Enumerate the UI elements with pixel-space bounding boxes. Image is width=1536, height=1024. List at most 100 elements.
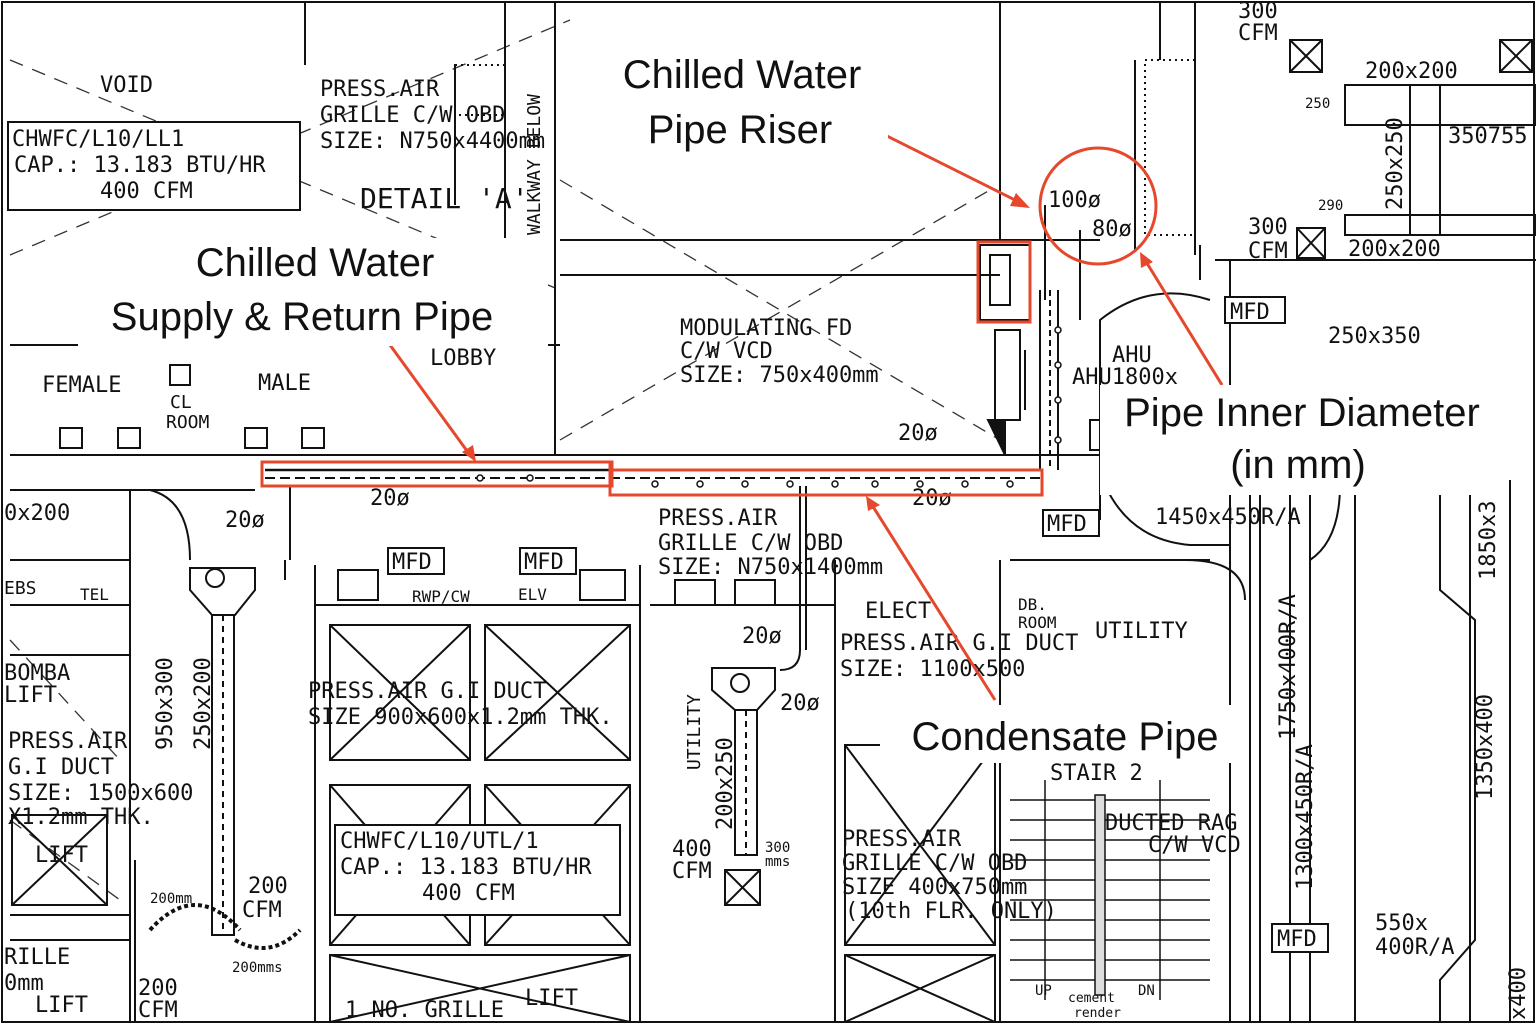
duct-size: 250x350 [1328, 324, 1421, 349]
duct-size: mms [765, 854, 790, 870]
size-label: SIZE: 1100x500 [840, 657, 1025, 682]
pipe-diameter: 20ø [898, 421, 938, 446]
callout-arrowheads [462, 193, 1153, 511]
fcu-capacity: CAP.: 13.183 BTU/HR [14, 153, 266, 178]
duct-size: 200x200 [1348, 237, 1441, 262]
finish-label: cement [1068, 991, 1115, 1006]
size-label: SIZE: N750x1400mm [658, 555, 883, 580]
cfm-label: 300 [1248, 215, 1288, 240]
size-label: SIZE: 1500x600 [8, 781, 193, 806]
room-label: LIFT [525, 986, 578, 1011]
room-label: FEMALE [42, 373, 121, 398]
fcu-tag: CHWFC/L10/LL1 [12, 127, 184, 152]
stair-up: UP [1035, 983, 1052, 999]
mfd-boxes [387, 296, 1329, 953]
duct-size: 1450x450R/A [1155, 505, 1301, 530]
size-label: SIZE: N750x4400mm [320, 129, 545, 154]
supply-label-line1: Chilled Water [196, 241, 435, 285]
duct-label: G.I DUCT [8, 755, 114, 780]
supply-label-line2: Supply & Return Pipe [111, 295, 493, 339]
press-air-label: PRESS.AIR [8, 729, 128, 754]
fcu-boxes [7, 121, 621, 916]
pipe-diameter: 20ø [225, 508, 265, 533]
room-label: LIFT [4, 683, 57, 708]
room-label: ROOM [1018, 613, 1057, 632]
press-air-label: PRESS.AIR [658, 506, 778, 531]
room-label: ELECT [865, 599, 931, 624]
cfm-unit: CFM [242, 898, 282, 923]
callout-labels: Chilled Water Pipe Riser Chilled Water S… [78, 50, 1505, 763]
grille-label: RILLE [4, 945, 70, 970]
grille-label: GRILLE C/W OBD [842, 851, 1027, 876]
duct-size: 300 [765, 840, 790, 856]
pipe-diameter: 100ø [1048, 188, 1101, 213]
stair [1010, 780, 1210, 1000]
ducts [134, 39, 1536, 1022]
duct-size: 200x250 [713, 737, 738, 830]
size-label: 0mm [4, 971, 44, 996]
diameter-label-line2: (in mm) [1230, 443, 1366, 487]
riser-label-line2: Pipe Riser [648, 108, 833, 152]
press-air-label: PRESS.AIR [320, 77, 440, 102]
duct-size: 200mms [232, 960, 283, 976]
pipe-diameter: 20ø [370, 486, 410, 511]
grille-label: GRILLE C/W OBD [320, 103, 505, 128]
vcd-label: C/W VCD [1148, 833, 1241, 858]
pipe-diameter: 20ø [780, 691, 820, 716]
room-label: DB. [1018, 595, 1047, 614]
duct-size: 0x200 [4, 501, 70, 526]
cfm-label: 200 [138, 976, 178, 1001]
press-air-label: PRESS.AIR G.I DUCT [308, 679, 546, 704]
room-label: ELV [518, 585, 547, 604]
mfd-label: MFD [392, 550, 432, 575]
cfm-label: 300 [1238, 0, 1278, 24]
cfm-unit: CFM [672, 859, 712, 884]
callout-graphics [260, 133, 1224, 701]
duct-size: 1850x3 [1476, 501, 1501, 580]
duct-size: 200x200 [1365, 59, 1458, 84]
duct-size: 400R/A [1375, 935, 1454, 960]
mfd-label: MFD [524, 550, 564, 575]
mfd-label: MFD [1230, 300, 1270, 325]
fd-label: MODULATING FD [680, 316, 852, 341]
room-label: LIFT [35, 993, 88, 1018]
fcu-cfm: 400 CFM [100, 179, 193, 204]
room-label: RWP/CW [412, 587, 470, 606]
rag-label: DUCTED RAG [1105, 811, 1237, 836]
pipe-diameter: 80ø [1092, 217, 1132, 242]
room-label: UTILITY [684, 694, 705, 770]
room-label: EBS [4, 578, 37, 599]
duct-size: 1300x450R/A [1293, 744, 1318, 890]
pipe-diameter: 20ø [912, 486, 952, 511]
walkway-label: WALKWAY BELOW [524, 94, 545, 235]
size-label: SIZE: 750x400mm [680, 363, 879, 388]
duct-size: 1350x400 [1473, 694, 1498, 800]
void-label: VOID [100, 73, 153, 98]
size-label: SIZE 900x600x1.2mm THK. [308, 705, 613, 730]
duct-size: 950x300 [153, 657, 178, 750]
cfm-unit: CFM [1248, 239, 1288, 264]
size-label: SIZE 400x750mm [842, 875, 1027, 900]
vcd-label: C/W VCD [680, 339, 773, 364]
lift-shafts [11, 624, 996, 1023]
duct-size: x400 [1506, 967, 1531, 1020]
riser-label-line1: Chilled Water [623, 53, 862, 97]
duct-size: 1750x400R/A [1276, 594, 1301, 740]
ahu-label: AHU [1112, 343, 1152, 368]
cfm-unit: CFM [1238, 21, 1278, 46]
room-label: ROOM [166, 412, 210, 433]
duct-size: 250 [1305, 96, 1330, 112]
diameter-label-line1: Pipe Inner Diameter [1124, 391, 1480, 435]
detail-label: DETAIL 'A' [360, 182, 529, 215]
grille-label: GRILLE C/W OBD [658, 531, 843, 556]
duct-size: 550x [1375, 911, 1428, 936]
drawing-labels: 300 CFM VOID CHWFC/L10/LL1 CAP.: 13.183 … [4, 0, 1531, 1023]
room-label: CL [170, 392, 192, 413]
room-label: UTILITY [1095, 619, 1188, 644]
room-label: STAIR 2 [1050, 761, 1143, 786]
cfm-label: 200 [248, 874, 288, 899]
pipe-diameter: 20ø [742, 624, 782, 649]
condensate-label: Condensate Pipe [912, 715, 1219, 759]
room-label: LOBBY [430, 346, 496, 371]
